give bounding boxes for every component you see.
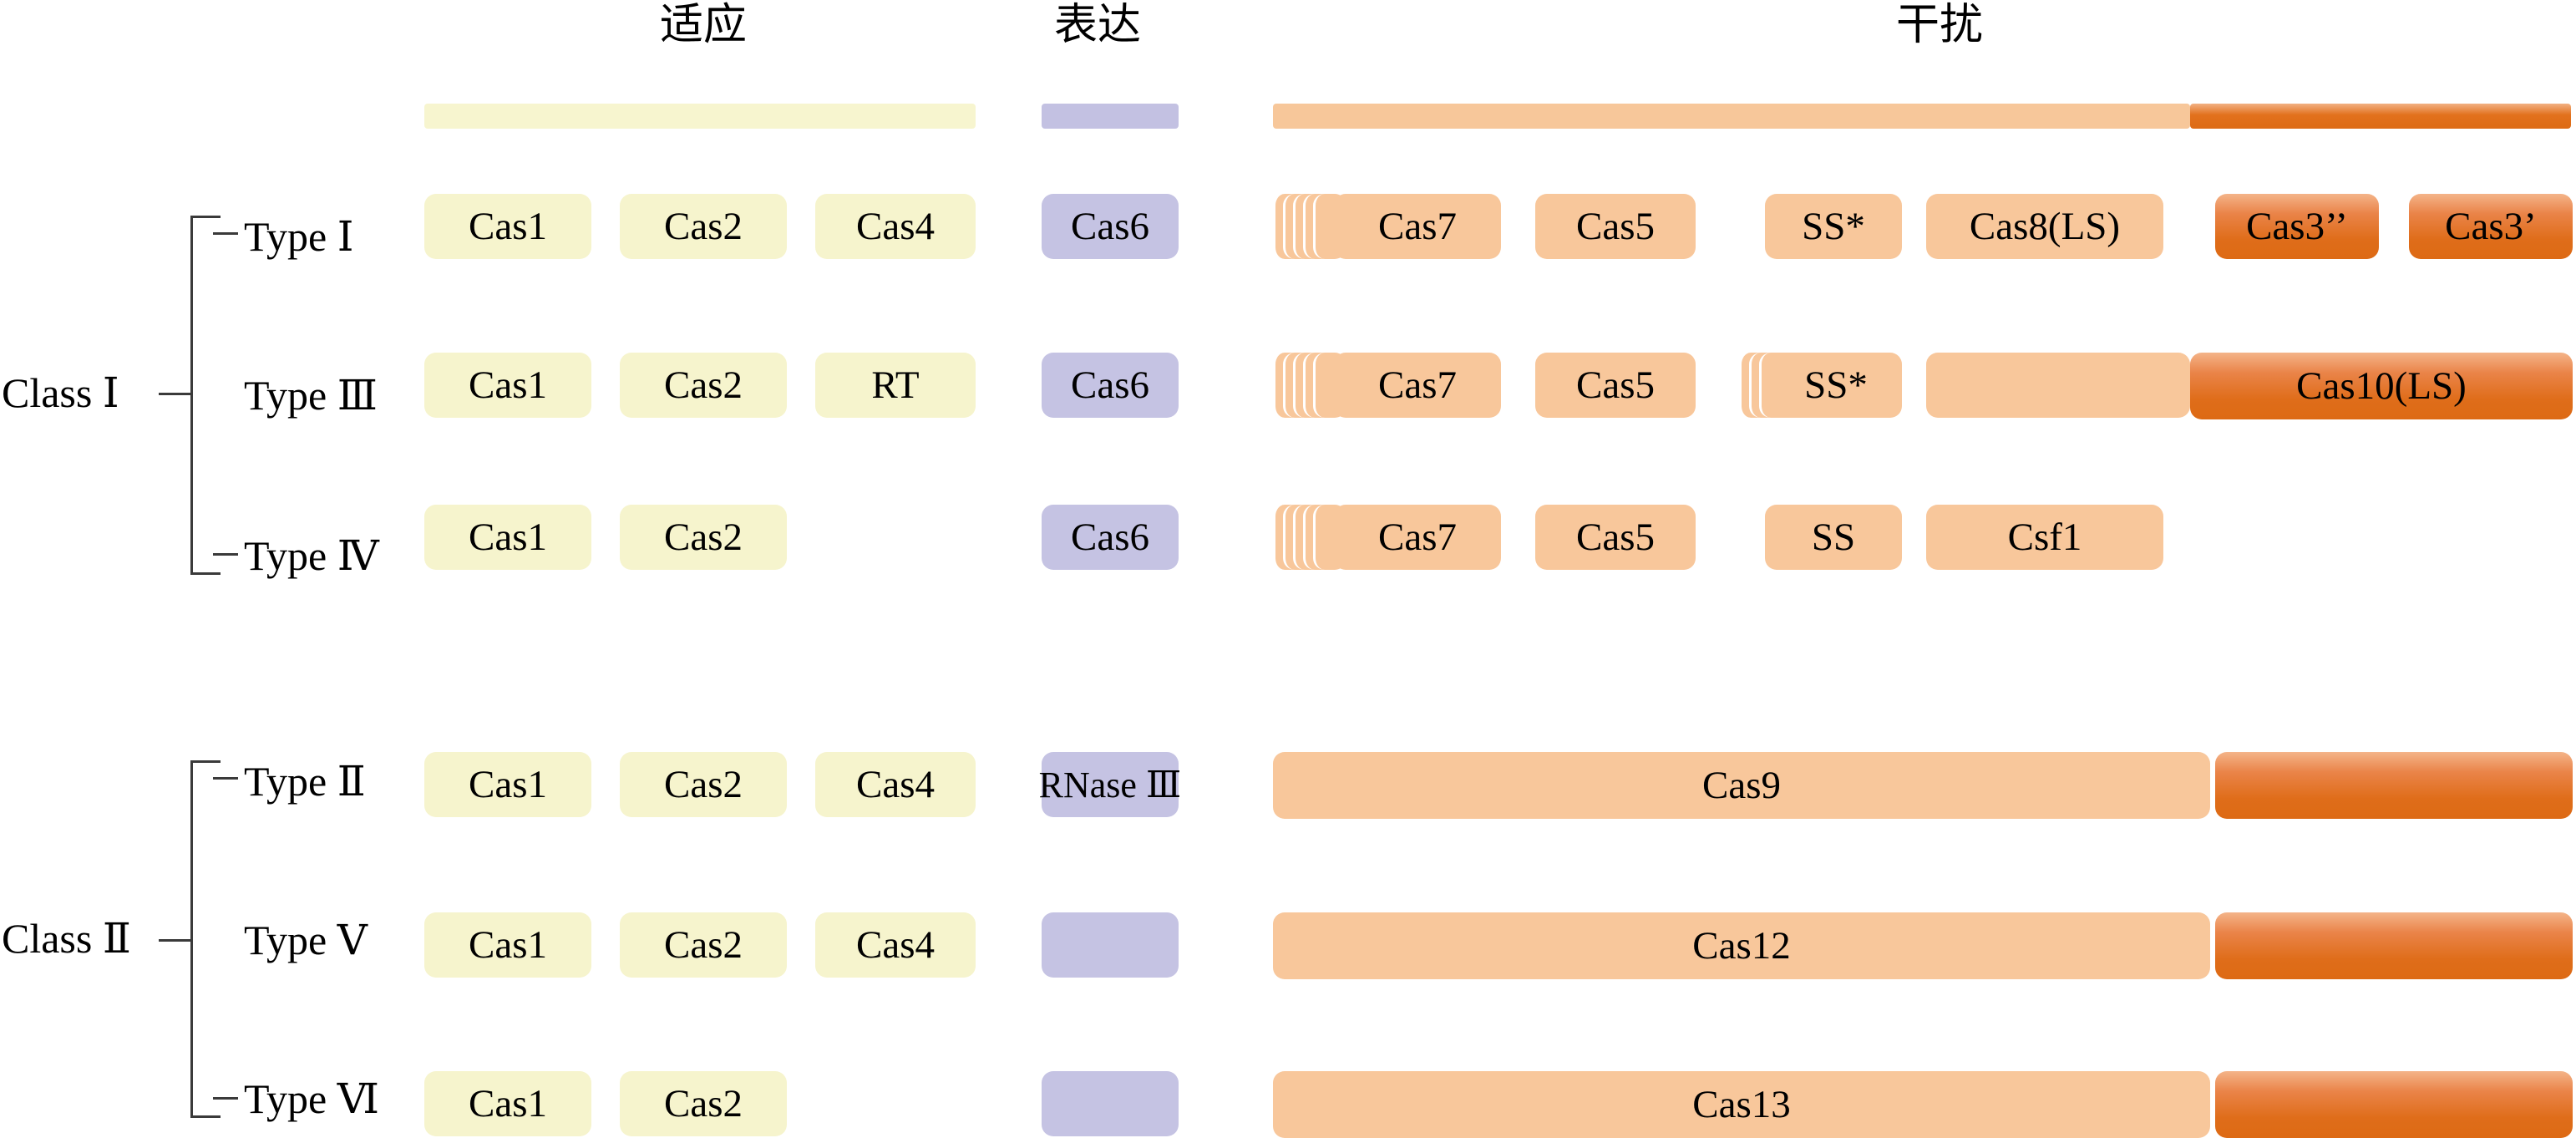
- gene-box-cas5[interactable]: Cas5: [1535, 505, 1696, 570]
- gene-box-cas1[interactable]: Cas1: [424, 752, 591, 817]
- gene-box-csf1[interactable]: Csf1: [1926, 505, 2163, 570]
- gene-box-effector-module[interactable]: [2215, 752, 2573, 819]
- gene-box-effector-module[interactable]: [2215, 1071, 2573, 1138]
- stage-header-expression: 表达: [1054, 0, 1142, 50]
- stage-bar-adaptation: [424, 104, 976, 129]
- gene-box-rnase3[interactable]: RNase Ⅲ: [1039, 752, 1181, 817]
- class-label-1: Class Ⅰ: [2, 369, 119, 416]
- gene-box-cas7[interactable]: Cas7: [1334, 194, 1501, 259]
- stage-bar-interference: [1273, 104, 2190, 129]
- gene-box-cas9[interactable]: Cas9: [1273, 752, 2210, 819]
- gene-box-rt[interactable]: RT: [815, 353, 976, 418]
- gene-box-cas2[interactable]: Cas2: [620, 1071, 787, 1136]
- gene-box-cas8ls[interactable]: Cas8(LS): [1926, 194, 2163, 259]
- gene-box-cas5[interactable]: Cas5: [1535, 194, 1696, 259]
- gene-box-cas6[interactable]: Cas6: [1042, 194, 1179, 259]
- gene-box-cas1[interactable]: Cas1: [424, 505, 591, 570]
- gene-box-ss[interactable]: SS*: [1765, 194, 1902, 259]
- gene-box-ss[interactable]: SS: [1765, 505, 1902, 570]
- gene-box-cas1[interactable]: Cas1: [424, 1071, 591, 1136]
- gene-box-cas7[interactable]: Cas7: [1334, 353, 1501, 418]
- gene-box-cas2[interactable]: Cas2: [620, 752, 787, 817]
- stage-bar-expression: [1042, 104, 1179, 129]
- type-label-3: Type Ⅲ: [244, 372, 378, 419]
- gene-box-cas5[interactable]: Cas5: [1535, 353, 1696, 418]
- type-label-1: Type Ⅰ: [244, 213, 354, 260]
- type-label-2: Type Ⅱ: [244, 758, 366, 805]
- gene-box-cas2[interactable]: Cas2: [620, 505, 787, 570]
- gene-box-cas6[interactable]: Cas6: [1042, 505, 1179, 570]
- gene-box-cas6[interactable]: Cas6: [1042, 353, 1179, 418]
- stage-header-adaptation: 适应: [660, 0, 748, 50]
- gene-box-cas1[interactable]: Cas1: [424, 912, 591, 978]
- gene-box-cas10ls[interactable]: Cas10(LS): [2190, 353, 2573, 419]
- gene-box-cas3-double-prime[interactable]: Cas3’’: [2215, 194, 2379, 259]
- gene-box-expression-empty[interactable]: [1042, 912, 1179, 978]
- gene-box-ss[interactable]: SS*: [1770, 353, 1902, 418]
- gene-box-cas2[interactable]: Cas2: [620, 353, 787, 418]
- gene-box-cas3-prime[interactable]: Cas3’: [2409, 194, 2573, 259]
- gene-box-effector-module[interactable]: [2215, 912, 2573, 979]
- gene-box-cas7[interactable]: Cas7: [1334, 505, 1501, 570]
- stage-header-interference: 干扰: [1896, 0, 1984, 50]
- gene-box-expression-empty[interactable]: [1042, 1071, 1179, 1136]
- type-label-4: Type Ⅳ: [244, 532, 379, 579]
- gene-box-cas4[interactable]: Cas4: [815, 912, 976, 978]
- gene-box-cas13[interactable]: Cas13: [1273, 1071, 2210, 1138]
- gene-box-cas12[interactable]: Cas12: [1273, 912, 2210, 979]
- gene-box-spacer[interactable]: [1926, 353, 2190, 418]
- type-label-6: Type Ⅵ: [244, 1075, 380, 1122]
- gene-box-cas2[interactable]: Cas2: [620, 912, 787, 978]
- stage-bar-effector: [2190, 104, 2571, 129]
- gene-box-cas2[interactable]: Cas2: [620, 194, 787, 259]
- class-label-2: Class Ⅱ: [2, 915, 131, 962]
- gene-box-cas1[interactable]: Cas1: [424, 353, 591, 418]
- gene-box-cas4[interactable]: Cas4: [815, 752, 976, 817]
- gene-box-cas4[interactable]: Cas4: [815, 194, 976, 259]
- type-label-5: Type Ⅴ: [244, 917, 368, 963]
- gene-box-cas1[interactable]: Cas1: [424, 194, 591, 259]
